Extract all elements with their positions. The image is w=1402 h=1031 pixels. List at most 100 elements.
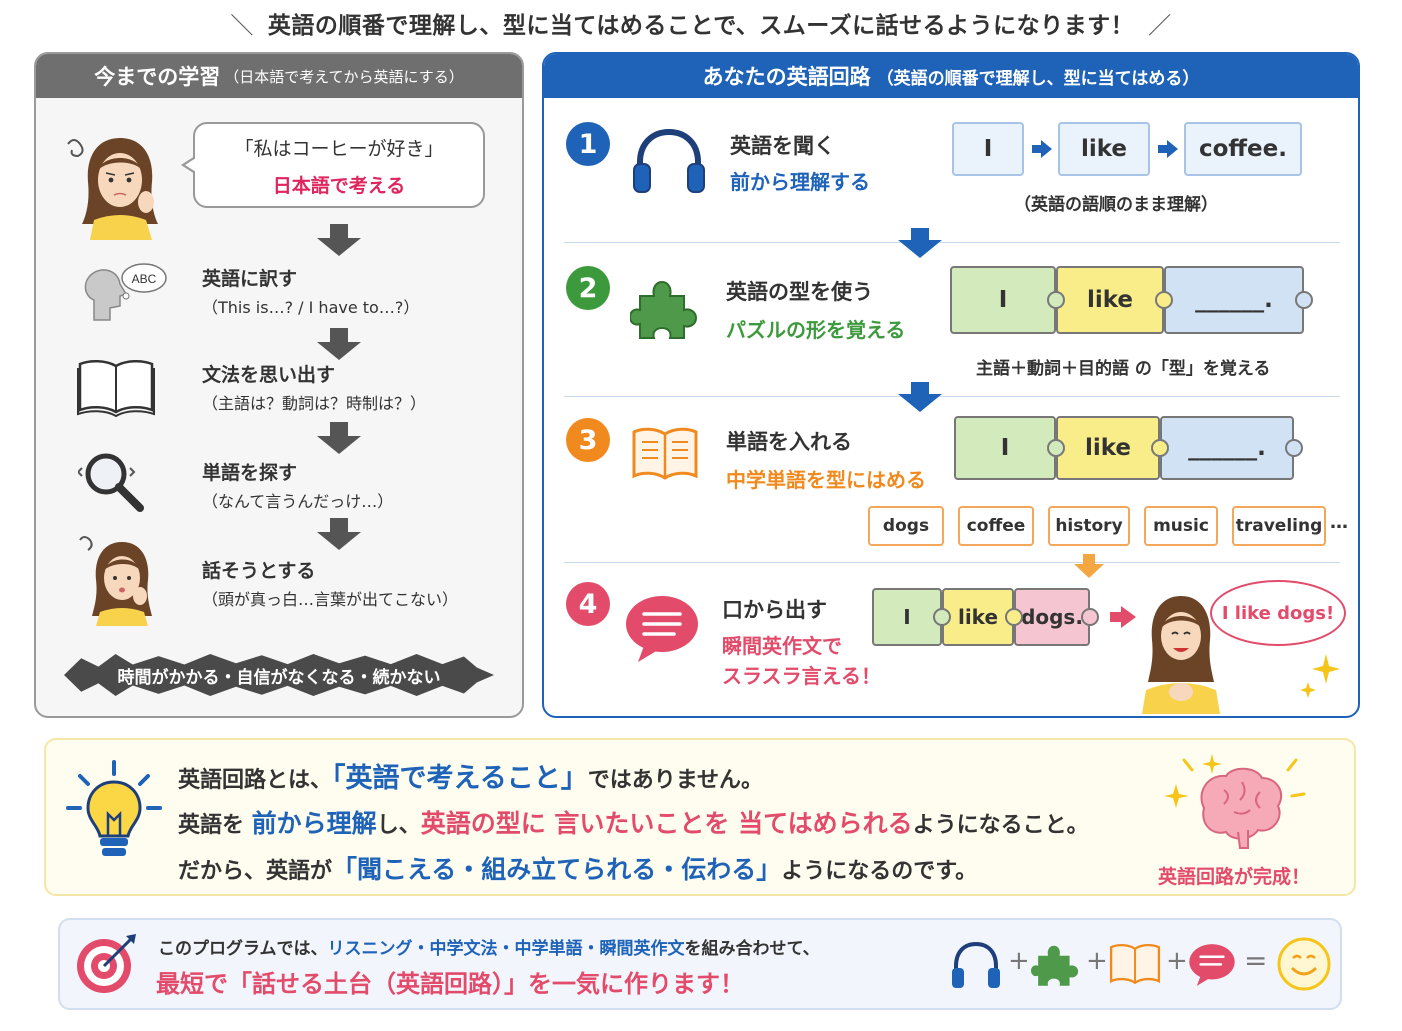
circuit-step-sub: 前から理解する	[730, 170, 870, 194]
step-divider	[564, 396, 1340, 397]
magnifier-icon	[78, 453, 144, 512]
word-piece: music	[1144, 506, 1218, 546]
old-learning-panel: 今までの学習（日本語で考えてから英語にする） 「私はコーヒーが好き」 日本語で考…	[34, 52, 524, 718]
puzzle-piece-subject: I	[950, 266, 1065, 334]
summary-line-2: 英語を 前から理解し、英語の型に 言いたいことを 当てはめられるようになること。	[178, 804, 1089, 840]
summary-highlight: 前から理解	[251, 809, 377, 838]
word-box: I	[952, 122, 1024, 176]
old-step-title: 話そうとする	[202, 560, 316, 582]
piece-label: I	[903, 605, 911, 629]
step-number-badge: 3	[566, 418, 610, 462]
puzzle-piece-subject: I	[872, 588, 951, 646]
puzzle-knob	[1047, 439, 1065, 457]
down-arrow-icon	[1074, 554, 1104, 578]
down-arrow-icon	[317, 422, 361, 454]
circuit-step-sub: スラスラ言える！	[722, 664, 881, 688]
puzzle-piece-object: ______.	[1160, 416, 1303, 480]
summary-text: ではありません。	[587, 768, 764, 793]
old-learning-header: 今までの学習（日本語で考えてから英語にする）	[36, 54, 522, 98]
piece-label: like	[957, 605, 999, 629]
english-circuit-note: （英語の順番で理解し、型に当てはめる）	[876, 68, 1200, 89]
old-step-title: 文法を思い出す	[202, 364, 336, 386]
piece-label: like	[1084, 435, 1132, 461]
old-learning-note: （日本語で考えてから英語にする）	[224, 67, 464, 86]
program-panel: このプログラムでは、リスニング・中学文法・中学単語・瞬間英作文を組み合わせて、 …	[58, 918, 1342, 1010]
summary-line-1: 英語回路とは、「英語で考えること」ではありません。	[178, 756, 763, 795]
piece-label: dogs.	[1021, 605, 1083, 629]
down-arrow-icon	[317, 224, 361, 256]
plus-sign: +	[1008, 946, 1030, 976]
bubble-quote: 「私はコーヒーが好き」	[234, 138, 444, 160]
summary-highlight: 「聞こえる・組み立てられる・伝わる」	[332, 855, 782, 884]
sparkle-icon	[1300, 654, 1340, 698]
puzzle-knob	[1155, 291, 1173, 309]
book-icon	[632, 427, 698, 480]
smiley-icon	[1277, 937, 1331, 991]
circuit-step-sub: 瞬間英作文で	[722, 634, 842, 658]
old-step-title: 英語に訳す	[202, 268, 298, 290]
circuit-step-title: 英語の型を使う	[726, 280, 873, 304]
summary-panel: 英語回路とは、「英語で考えること」ではありません。 英語を 前から理解し、英語の…	[44, 738, 1356, 896]
puzzle-piece-verb: like	[1056, 416, 1169, 480]
speech-bubble-icon	[1189, 944, 1235, 986]
open-book-icon	[77, 360, 155, 418]
piece-label: ______.	[1195, 287, 1273, 313]
puzzle-piece-object: dogs.	[1014, 588, 1099, 646]
plus-sign: +	[1086, 946, 1108, 976]
step-number-badge: 1	[566, 122, 610, 166]
speech-text: I like dogs!	[1221, 602, 1335, 624]
puzzle-knob	[933, 608, 951, 626]
circuit-step-title: 英語を聞く	[730, 134, 835, 158]
word-piece: coffee	[958, 506, 1034, 546]
abc-label: ABC	[132, 272, 157, 286]
confused-woman-icon	[79, 536, 152, 626]
word-box: coffee.	[1184, 122, 1302, 176]
word-box: like	[1058, 122, 1150, 176]
speech-bubble-icon	[626, 596, 698, 662]
thought-bubble: 「私はコーヒーが好き」 日本語で考える	[181, 122, 485, 208]
step-divider	[564, 242, 1340, 243]
right-arrow-icon	[1110, 606, 1136, 628]
down-arrow-icon	[317, 328, 361, 360]
puzzle-knob	[1047, 291, 1065, 309]
puzzle-knob	[1081, 608, 1099, 626]
summary-highlight: 英語の型に 言いたいことを 当てはめられる	[420, 809, 913, 838]
negative-result-banner: 時間がかかる・自信がなくなる・続かない	[64, 654, 494, 696]
page-title-text: 英語の順番で理解し、型に当てはめることで、スムーズに話せるようになります！	[267, 13, 1135, 39]
headphones-icon	[952, 941, 1000, 988]
circuit-step-sub: 中学単語を型にはめる	[726, 468, 926, 492]
circuit-complete-badge: 英語回路が完成！	[1158, 866, 1311, 888]
english-circuit-title: あなたの英語回路	[702, 65, 871, 89]
program-text: を組み合わせて、	[684, 939, 820, 959]
right-arrow-icon	[1032, 140, 1052, 158]
plus-sign: +	[1166, 946, 1188, 976]
circuit-step-title: 口から出す	[722, 598, 827, 622]
worried-woman-icon	[67, 138, 158, 240]
target-icon	[77, 934, 136, 993]
step-number-badge: 4	[566, 582, 610, 626]
down-arrow-icon	[898, 228, 942, 258]
old-step-sub: （なんて言うんだっけ…）	[202, 492, 394, 511]
english-circuit-header: あなたの英語回路（英語の順番で理解し、型に当てはめる）	[544, 54, 1358, 98]
equals-sign: =	[1244, 944, 1268, 977]
negative-result-text: 時間がかかる・自信がなくなる・続かない	[117, 667, 441, 688]
summary-text: だから、英語が	[178, 859, 333, 884]
puzzle-knob	[1295, 291, 1313, 309]
summary-text: ようになること。	[912, 813, 1089, 838]
slash-left: ＼	[230, 13, 254, 39]
puzzle-piece-subject: I	[954, 416, 1065, 480]
right-arrow-icon	[1158, 140, 1178, 158]
head-thinking-icon: ABC	[84, 263, 167, 321]
down-arrow-icon	[317, 518, 361, 550]
page-title: ＼ 英語の順番で理解し、型に当てはめることで、スムーズに話せるようになります！ ／	[0, 6, 1402, 40]
slash-right: ／	[1148, 13, 1172, 39]
puzzle-piece-verb: like	[1056, 266, 1173, 334]
piece-label: ______.	[1188, 435, 1266, 461]
happy-woman-icon	[1142, 596, 1220, 714]
program-highlight: リスニング・中学文法・中学単語・瞬間英作文	[327, 939, 685, 959]
puzzle-piece-icon	[1031, 945, 1079, 986]
summary-text: ようになるのです。	[781, 859, 978, 884]
circuit-step-title: 単語を入れる	[726, 430, 852, 454]
old-step-title: 単語を探す	[202, 462, 298, 484]
more-words-ellipsis: …	[1330, 512, 1348, 533]
